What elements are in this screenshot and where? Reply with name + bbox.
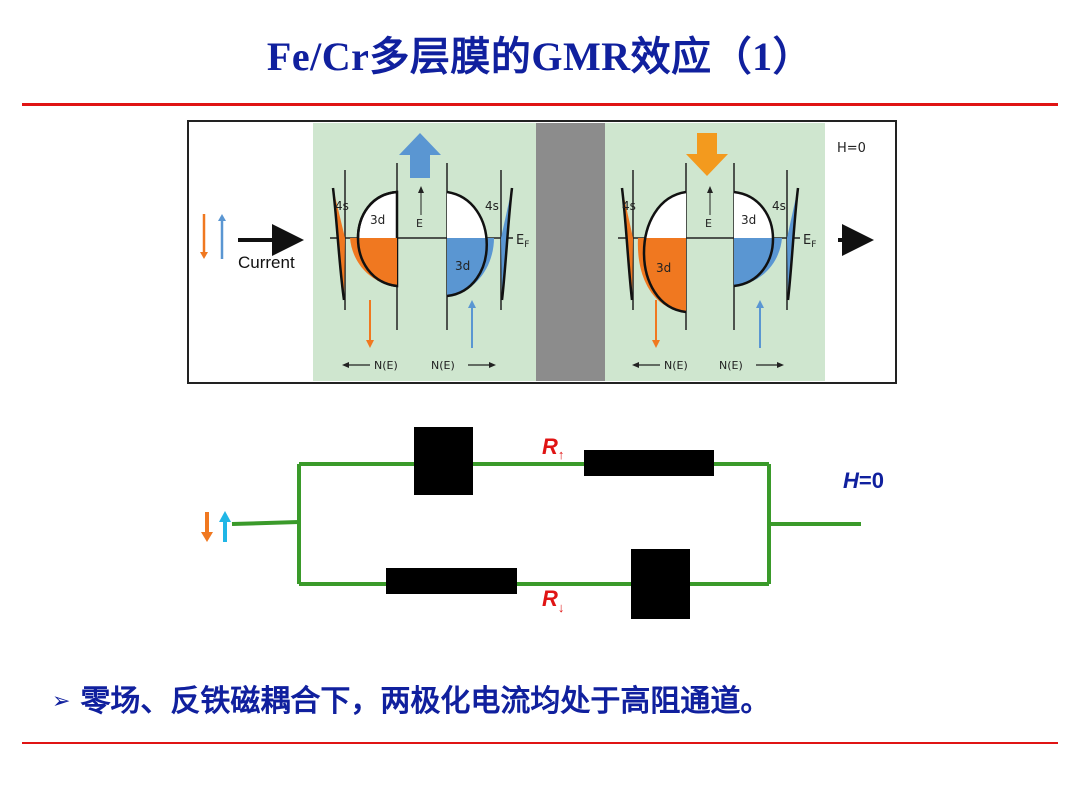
slide-title: Fe/Cr多层膜的GMR效应（1） bbox=[266, 34, 814, 79]
panel-field-label: H=0 bbox=[837, 141, 866, 156]
resistor-lower-large bbox=[386, 568, 517, 594]
bottom-rule bbox=[22, 742, 1058, 744]
s-band-label: 4s bbox=[485, 199, 499, 213]
magnetization-down-arrow bbox=[686, 133, 728, 176]
resistor-upper-large bbox=[584, 450, 714, 476]
dos-label: N(E) bbox=[431, 359, 455, 372]
bullet-arrow-icon: ➢ bbox=[52, 689, 71, 714]
lead-wire-left bbox=[231, 520, 300, 526]
fermi-label: EF bbox=[516, 233, 529, 250]
dos-label: N(E) bbox=[719, 359, 743, 372]
band-structure-panel: Current E 4s bbox=[187, 120, 897, 384]
bullet-item: ➢ 零场、反铁磁耦合下，两极化电流均处于高阻通道。 bbox=[52, 676, 770, 720]
d-band-label: 3d bbox=[370, 213, 385, 227]
resistor-lower-small bbox=[631, 549, 690, 619]
s-band-label: 4s bbox=[772, 199, 786, 213]
left-dos: E 4s 3d 3d 4s EF N(E) N(E) bbox=[331, 133, 529, 372]
energy-axis-label: E bbox=[416, 217, 423, 230]
energy-axis-label: E bbox=[705, 217, 712, 230]
fermi-label: EF bbox=[803, 233, 816, 250]
bullet-text: 零场、反铁磁耦合下，两极化电流均处于高阻通道。 bbox=[80, 684, 771, 719]
dos-label: N(E) bbox=[664, 359, 688, 372]
circuit-field-label: H=0 bbox=[843, 468, 884, 493]
current-label: Current bbox=[238, 253, 295, 272]
spacer-layer bbox=[536, 123, 605, 381]
title-underline bbox=[22, 103, 1058, 106]
d-band-label: 3d bbox=[455, 259, 470, 273]
dos-label: N(E) bbox=[374, 359, 398, 372]
s-band-label: 4s bbox=[335, 199, 349, 213]
d-band-label: 3d bbox=[741, 213, 756, 227]
resistor-network: R↑ R↓ H=0 bbox=[201, 427, 884, 619]
magnetization-up-arrow bbox=[399, 133, 441, 178]
resistor-upper-small bbox=[414, 427, 473, 495]
right-dos: E 4s 3d 3d 4s EF N(E) N(E) bbox=[620, 133, 816, 372]
s-band-label: 4s bbox=[622, 199, 636, 213]
d-band-label: 3d bbox=[656, 261, 671, 275]
r-down-label: R↓ bbox=[542, 586, 564, 615]
r-up-label: R↑ bbox=[542, 434, 564, 462]
